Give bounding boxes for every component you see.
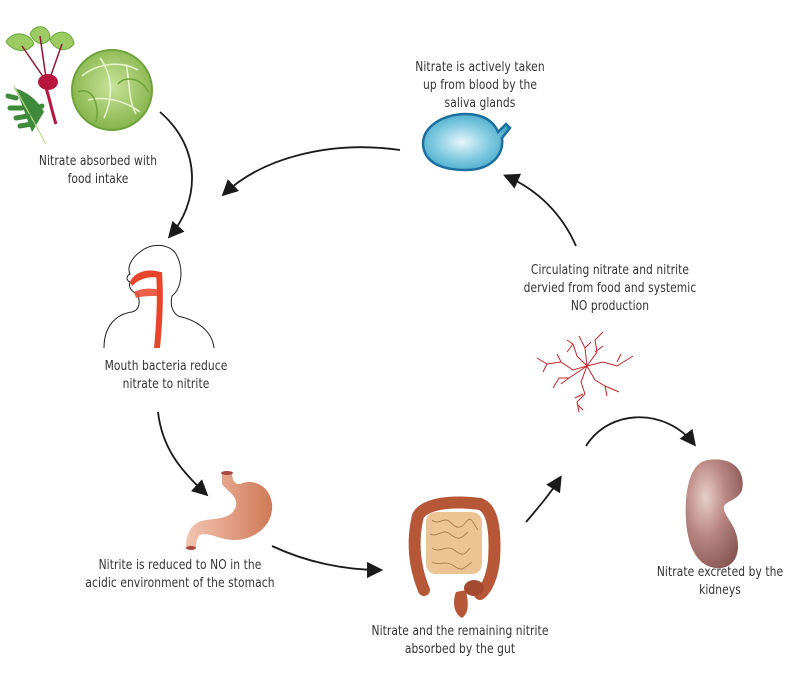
label-line: Mouth bacteria reduce (104, 358, 228, 374)
vegetables-icon (5, 26, 153, 145)
step-label-mouth: Mouth bacteria reduce nitrate to nitrite (87, 357, 245, 393)
step-label-kidney: Nitrate excreted by the kidneys (641, 563, 799, 599)
label-line: NO production (570, 298, 650, 314)
label-line: absorbed by the gut (404, 641, 516, 657)
label-line: saliva glands (444, 95, 516, 111)
label-line: Nitrate absorbed with (38, 153, 158, 169)
label-line: Nitrate and the remaining nitrite (371, 623, 549, 639)
label-line: Circulating nitrate and nitrite (530, 262, 690, 278)
label-line: food intake (67, 171, 129, 187)
kidney-icon (685, 459, 743, 569)
head-mouth-icon (103, 245, 215, 349)
arrow-circulation-to-kidney (585, 416, 696, 447)
step-label-stomach: Nitrite is reduced to NO in the acidic e… (57, 556, 303, 592)
step-label-gut: Nitrate and the remaining nitrite absorb… (346, 622, 575, 658)
blood-vessels-icon (536, 331, 634, 413)
saliva-gland-icon (421, 112, 512, 172)
label-line: up from blood by the (422, 77, 538, 93)
arrow-gut-to-circulation (525, 475, 562, 523)
label-line: Nitrate is actively taken (415, 59, 545, 75)
arrow-circulation-to-saliva (503, 173, 577, 247)
label-line: nitrate to nitrite (122, 376, 210, 392)
step-label-saliva: Nitrate is actively taken up from blood … (392, 58, 568, 112)
intestine-icon (408, 496, 501, 618)
label-line: Nitrite is reduced to NO in the (98, 557, 262, 573)
cycle-arrows (157, 111, 696, 579)
step-label-circulation: Circulating nitrate and nitrite dervied … (496, 261, 725, 315)
arrow-food-to-mouth (159, 111, 193, 239)
label-line: acidic environment of the stomach (85, 575, 275, 591)
arrow-saliva-to-mouth (221, 146, 401, 197)
label-line: kidneys (699, 582, 741, 598)
arrow-stomach-to-gut (271, 545, 384, 579)
label-line: Nitrate excreted by the (656, 564, 784, 580)
label-line: dervied from food and systemic (523, 280, 697, 296)
step-label-food: Nitrate absorbed with food intake (28, 152, 169, 188)
arrow-mouth-to-stomach (157, 411, 209, 497)
stomach-icon (186, 471, 273, 550)
